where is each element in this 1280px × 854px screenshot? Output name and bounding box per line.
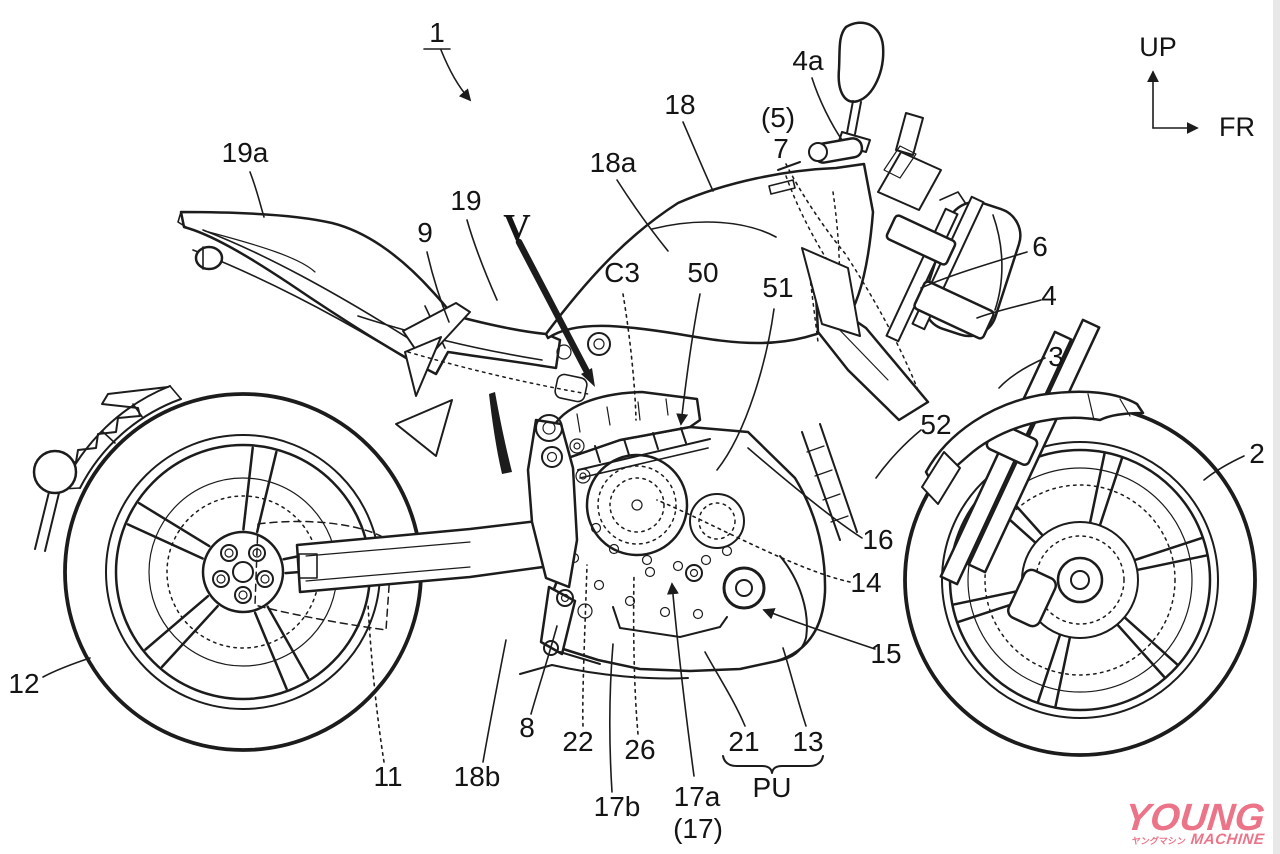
ref-label-12: 12 — [8, 668, 39, 699]
group-label-pu: PU — [753, 772, 792, 803]
rear-turn-signal — [32, 449, 78, 495]
ref-label-5: (5) — [761, 102, 795, 133]
ref-label-c3: C3 — [604, 257, 640, 288]
front-fender — [921, 390, 1145, 505]
ref-label-8: 8 — [519, 712, 535, 743]
tail-seat — [177, 210, 562, 474]
front-fork — [885, 195, 1104, 628]
ref-label-16: 16 — [862, 524, 893, 555]
ref-label-19: 19 — [450, 185, 481, 216]
ref-label-4: 4 — [1041, 280, 1057, 311]
reference-labels: 1 V 19a 9 19 18a 18 (5) 7 4a 6 4 3 52 2 … — [8, 17, 1264, 844]
rear-fender — [32, 385, 182, 552]
ref-label-17: (17) — [673, 813, 723, 844]
side-shrouds — [801, 247, 930, 422]
upper-triple-clamp — [885, 214, 957, 266]
ref-label-4a: 4a — [792, 45, 824, 76]
pu-brace — [722, 755, 824, 774]
rear-wheel — [63, 392, 423, 752]
taillight — [194, 245, 224, 271]
scan-edge-strip — [1273, 0, 1280, 854]
watermark-kana-text: ヤングマシン — [1130, 836, 1186, 846]
ref-label-21: 21 — [728, 726, 759, 757]
ref-label-7: 7 — [773, 133, 789, 164]
ref-label-15: 15 — [870, 638, 901, 669]
swingarm — [295, 516, 567, 594]
mirror — [837, 21, 885, 103]
section-arrow — [515, 238, 595, 387]
ref-label-18b: 18b — [454, 761, 501, 792]
ref-label-26: 26 — [624, 734, 655, 765]
young-machine-watermark: YOUNG ヤングマシン MACHINE — [1122, 796, 1267, 848]
fuel-tank — [544, 162, 875, 345]
cylinder-head — [548, 390, 702, 464]
ref-label-18a: 18a — [590, 147, 637, 178]
ref-label-17a: 17a — [674, 781, 721, 812]
ref-label-50: 50 — [687, 257, 718, 288]
ref-label-52: 52 — [920, 409, 951, 440]
radiator — [801, 423, 858, 541]
handlebar-mirror — [777, 21, 942, 391]
ref-label-18: 18 — [664, 89, 695, 120]
section-marker-v: V — [503, 207, 531, 249]
up-label: UP — [1139, 32, 1177, 62]
watermark-machine-text: MACHINE — [1189, 831, 1265, 848]
ref-label-9: 9 — [417, 217, 433, 248]
frame-footpeg — [407, 332, 611, 665]
lower-triple-clamp — [913, 280, 995, 340]
brake-caliper — [1006, 568, 1058, 628]
ref-label-22: 22 — [562, 726, 593, 757]
engine — [519, 390, 827, 680]
ref-label-3: 3 — [1048, 341, 1064, 372]
ref-label-2: 2 — [1249, 438, 1265, 469]
watermark-young-text: YOUNG — [1122, 796, 1267, 839]
ref-label-14: 14 — [850, 567, 881, 598]
ref-label-11: 11 — [373, 761, 402, 792]
footpeg — [543, 640, 559, 656]
ref-label-19a: 19a — [222, 137, 269, 168]
leader-lines — [42, 48, 1245, 793]
front-label: FR — [1219, 112, 1255, 142]
ref-label-6: 6 — [1032, 231, 1048, 262]
ref-label-fig1: 1 — [429, 17, 445, 48]
ref-label-17b: 17b — [594, 791, 641, 822]
ref-label-13: 13 — [792, 726, 823, 757]
ref-label-51: 51 — [762, 272, 793, 303]
tank-pad — [768, 179, 796, 195]
orientation-compass: UP FR — [1139, 32, 1255, 142]
